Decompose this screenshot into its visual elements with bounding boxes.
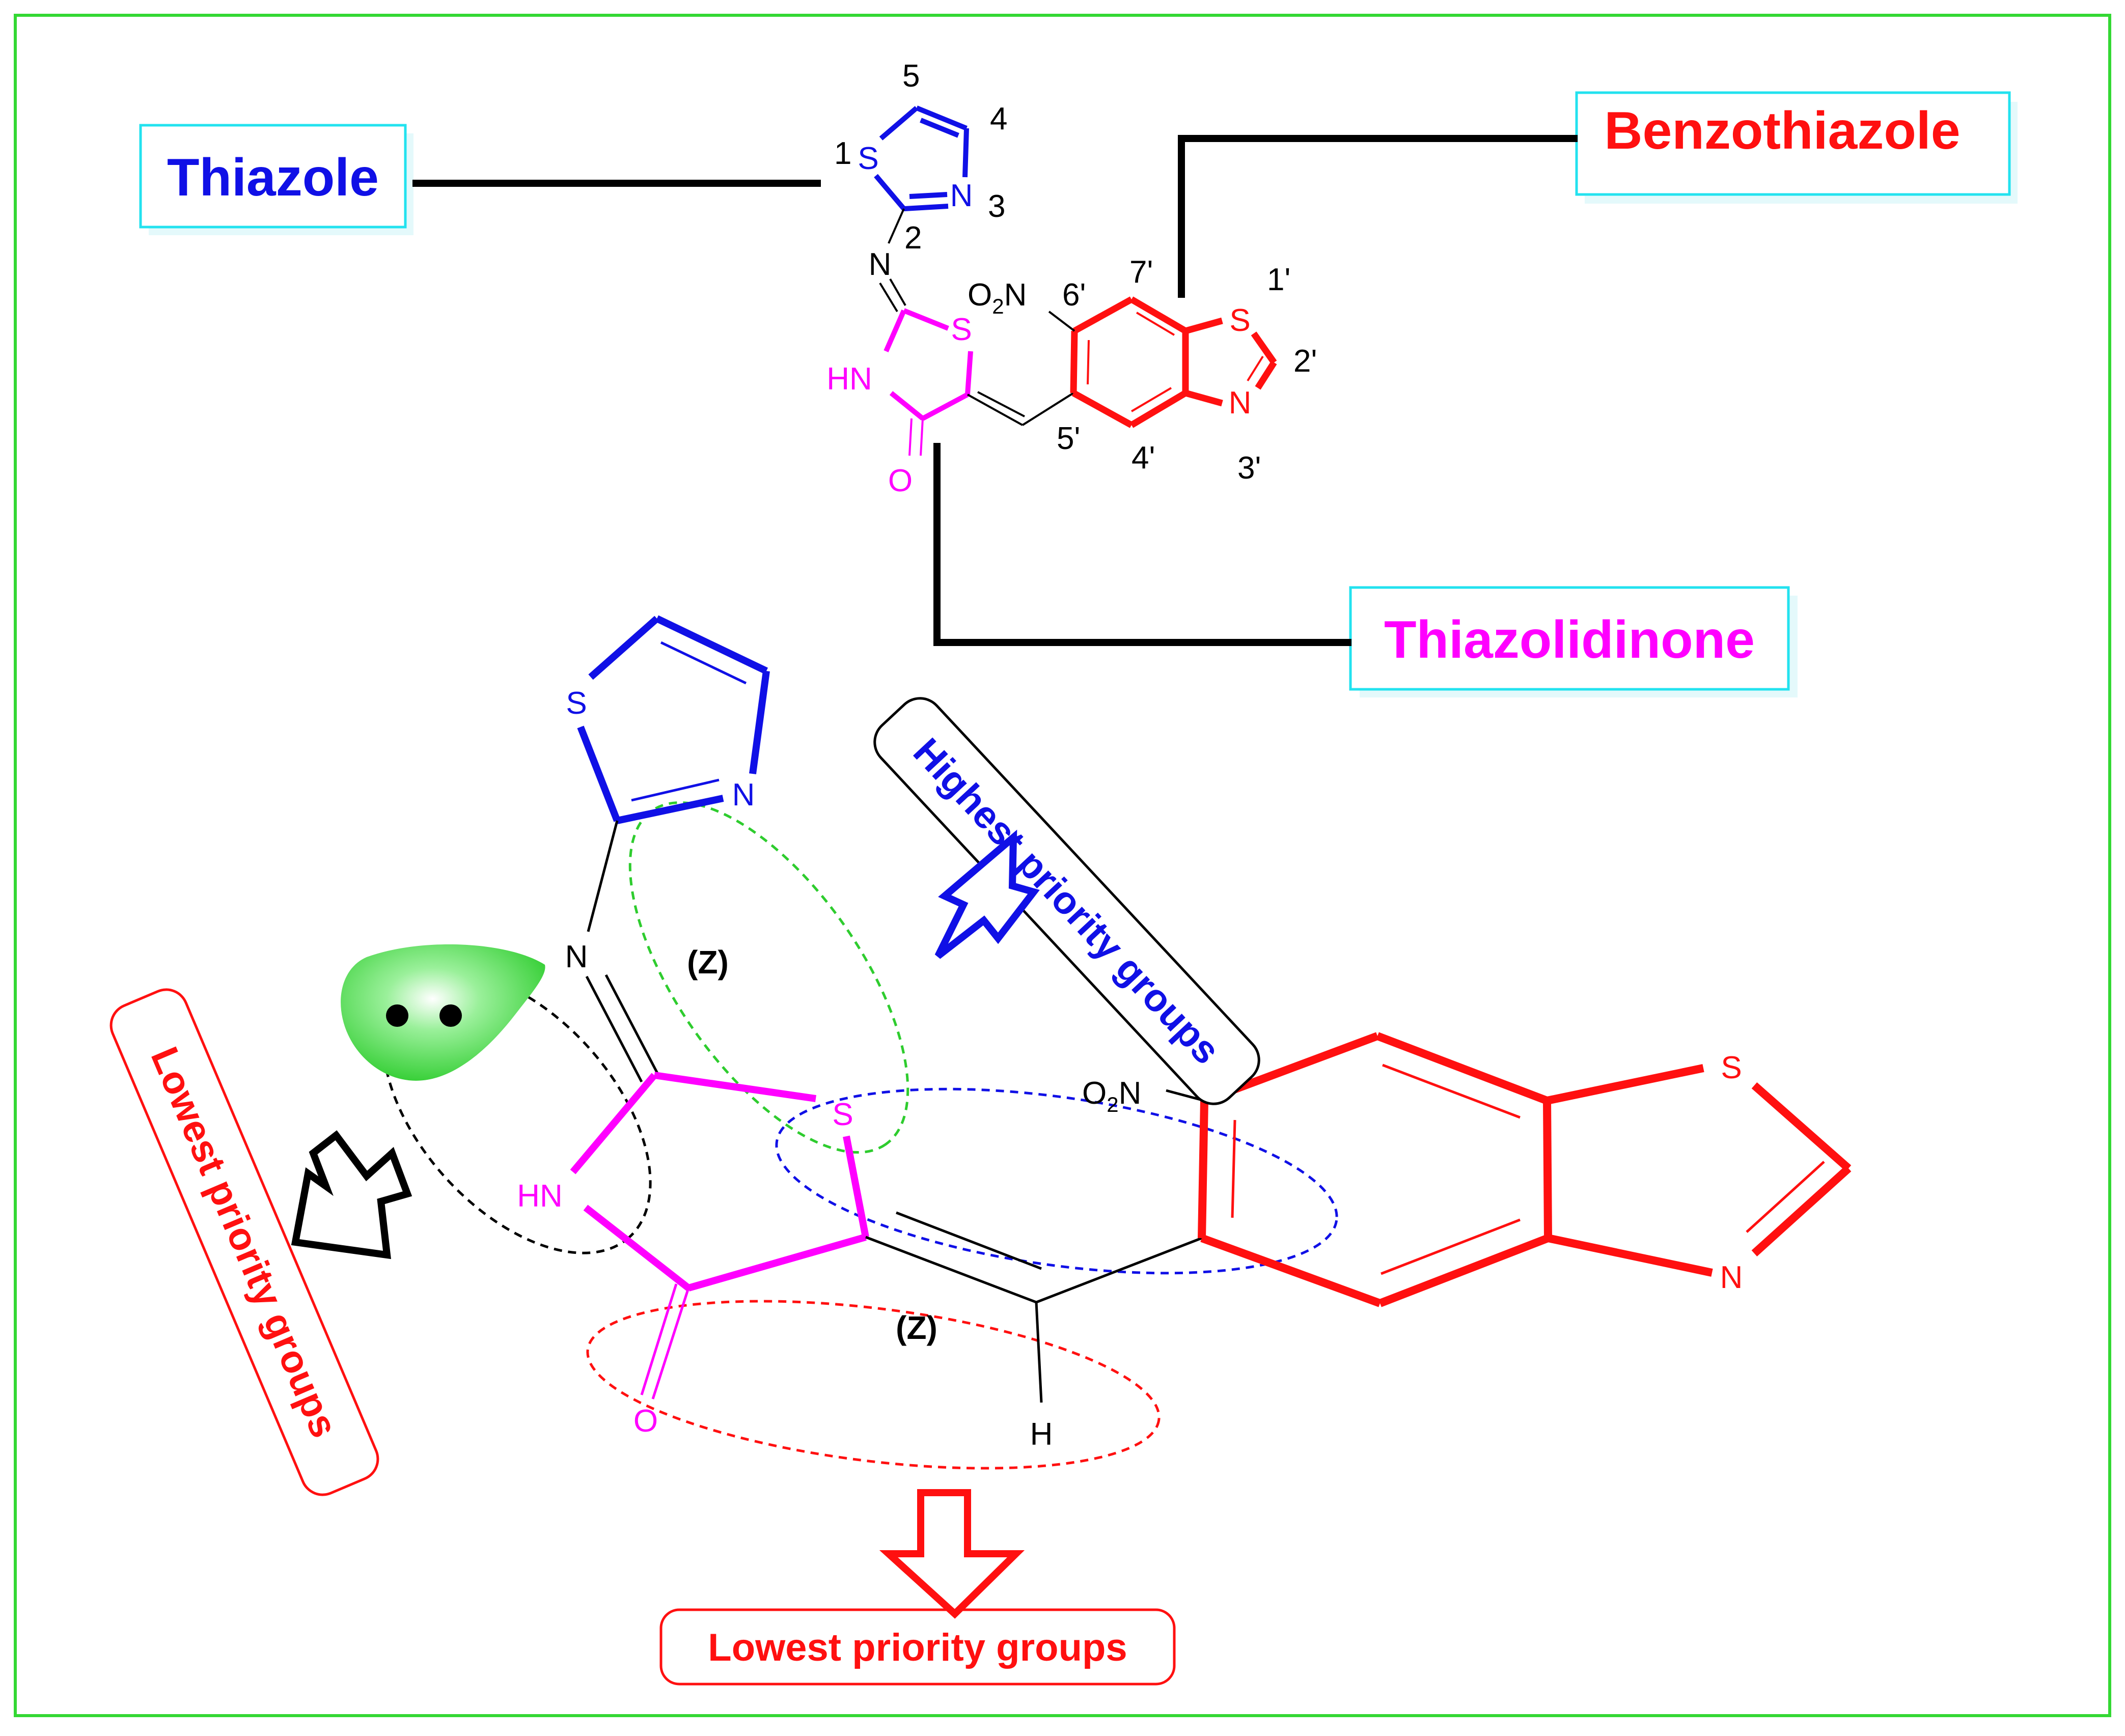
top-num-2p: 2'	[1293, 344, 1317, 379]
top-num-5p: 5'	[1057, 421, 1080, 456]
thiazolidinone-label-box: Thiazolidinone	[1349, 586, 1798, 697]
outer-frame	[14, 14, 2111, 1717]
top-benzene-ring	[1070, 296, 1189, 428]
top-tzd-o: O	[888, 463, 913, 498]
top-benzothiazole-5ring	[1184, 317, 1277, 407]
top-thiazolidinone-ring	[884, 308, 973, 421]
top-thiazole-s: S	[858, 141, 878, 176]
bottom-tzd-hn: HN	[517, 1179, 563, 1214]
highest-priority-box: Highest priority groups	[873, 697, 1260, 1105]
top-num-4: 4	[990, 101, 1007, 136]
top-bt-s: S	[1229, 303, 1250, 338]
stereo-z-upper: (Z)	[687, 944, 729, 981]
top-thiazole-n3: N	[950, 178, 973, 213]
blue-dashed-ellipse	[775, 1087, 1338, 1275]
bottom-no2: O2N	[1082, 1076, 1141, 1116]
bottom-benzene-ring	[1198, 1032, 1552, 1307]
bottom-h: H	[1030, 1417, 1053, 1452]
benzothiazole-label-box: Benzothiazole	[1575, 91, 2018, 204]
top-num-3p: 3'	[1237, 451, 1261, 486]
top-num-1p: 1'	[1267, 262, 1290, 297]
bottom-thiazole-ring	[577, 615, 770, 824]
top-bt-n: N	[1229, 385, 1252, 421]
bottom-thiazole-s: S	[566, 686, 587, 721]
thiazole-label: Thiazole	[167, 148, 379, 207]
top-num-4p: 4'	[1132, 440, 1155, 475]
bottom-structure: S N N S HN O H	[341, 615, 1852, 1470]
arrow-up-icon	[934, 829, 1040, 959]
bottom-tzd-s: S	[832, 1097, 853, 1132]
bottom-tzd-o: O	[633, 1404, 658, 1439]
top-tzd-s: S	[951, 312, 972, 347]
lowest-priority-bottom-box: Lowest priority groups	[659, 1608, 1176, 1686]
bottom-thiazole-n: N	[732, 777, 755, 813]
lowest-priority-bottom-label: Lowest priority groups	[708, 1626, 1127, 1669]
top-no2: O2N	[968, 277, 1027, 318]
stereo-z-lower: (Z)	[896, 1309, 937, 1346]
top-structure: S N N S HN O	[826, 59, 1317, 498]
top-imine-n: N	[869, 247, 892, 282]
bottom-bt-n: N	[1720, 1260, 1743, 1295]
thiazole-label-box: Thiazole	[139, 124, 413, 235]
bottom-benzothiazole-5ring	[1546, 1064, 1852, 1277]
benzothiazole-leader-line	[1178, 135, 1578, 298]
benzothiazole-label: Benzothiazole	[1604, 101, 1960, 160]
bottom-bt-s: S	[1721, 1050, 1742, 1085]
top-num-7p: 7'	[1129, 255, 1153, 290]
bottom-thiazolidinone-ring	[570, 1072, 869, 1292]
red-dashed-ellipse	[586, 1300, 1161, 1470]
bottom-imine-n: N	[565, 939, 588, 974]
top-num-5: 5	[902, 59, 920, 94]
arrow-down-left-icon	[291, 1130, 412, 1259]
lone-pair-icon	[341, 944, 545, 1081]
thiazolidinone-leader-line	[933, 443, 1351, 646]
top-thiazole-ring	[874, 105, 969, 211]
top-num-6p: 6'	[1062, 277, 1086, 313]
thiazolidinone-label: Thiazolidinone	[1384, 610, 1755, 669]
top-num-3: 3	[988, 189, 1005, 224]
green-dashed-ellipse	[628, 801, 909, 1154]
arrow-down-icon	[879, 1489, 1025, 1619]
top-tzd-hn: HN	[826, 361, 872, 397]
top-num-2: 2	[904, 220, 922, 256]
top-num-1: 1	[834, 136, 851, 171]
